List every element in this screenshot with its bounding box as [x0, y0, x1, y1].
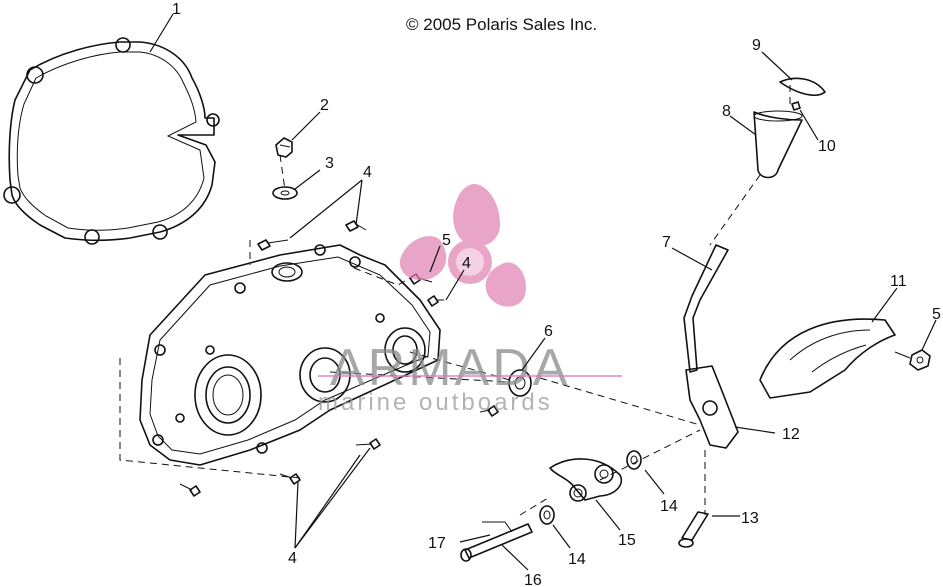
washer-lower — [539, 505, 555, 525]
shift-pin — [460, 521, 533, 562]
callout-13: 13 — [741, 510, 759, 527]
return-spring — [549, 458, 622, 502]
transmission-cover — [139, 244, 441, 466]
callout-4-bottom: 4 — [288, 550, 297, 567]
callout-16: 16 — [524, 572, 542, 587]
leader-lines — [149, 13, 937, 571]
callout-8: 8 — [722, 103, 731, 120]
callout-14-upper: 14 — [660, 498, 678, 515]
callout-numbers: 1 2 3 4 5 4 6 7 8 9 10 11 5 12 13 14 14 … — [172, 1, 941, 587]
washer-upper — [626, 450, 642, 470]
callout-2: 2 — [320, 97, 329, 114]
sealing-washer — [272, 186, 298, 200]
watermark-brand: ARMADA — [330, 339, 570, 397]
copyright-notice: © 2005 Polaris Sales Inc. — [406, 15, 597, 34]
breather-fitting — [275, 137, 293, 158]
shift-lever — [683, 244, 739, 449]
callout-5-right: 5 — [932, 306, 941, 323]
callout-9: 9 — [752, 37, 761, 54]
knob-cap — [779, 77, 826, 96]
pivot-bolt — [678, 511, 709, 548]
shift-boot — [753, 110, 803, 179]
callout-1: 1 — [172, 1, 181, 18]
cover-bolt-right — [894, 349, 931, 371]
retainer — [791, 101, 801, 111]
callout-7: 7 — [662, 234, 671, 251]
watermark-tagline: marine outboards — [318, 389, 553, 416]
watermark-logo — [399, 184, 526, 307]
callout-15: 15 — [618, 532, 636, 549]
assembly-lines — [119, 85, 791, 516]
callout-4-center: 4 — [462, 255, 471, 272]
callout-10: 10 — [818, 138, 836, 155]
callout-5-center: 5 — [442, 232, 451, 249]
shift-cover — [759, 318, 896, 399]
callout-17: 17 — [428, 535, 446, 552]
callout-14-lower: 14 — [568, 551, 586, 568]
callout-4-top: 4 — [363, 164, 372, 181]
callout-3: 3 — [325, 155, 334, 172]
callout-11: 11 — [890, 273, 907, 290]
callout-12: 12 — [782, 426, 800, 443]
gasket — [3, 37, 220, 245]
callout-6: 6 — [544, 323, 553, 340]
